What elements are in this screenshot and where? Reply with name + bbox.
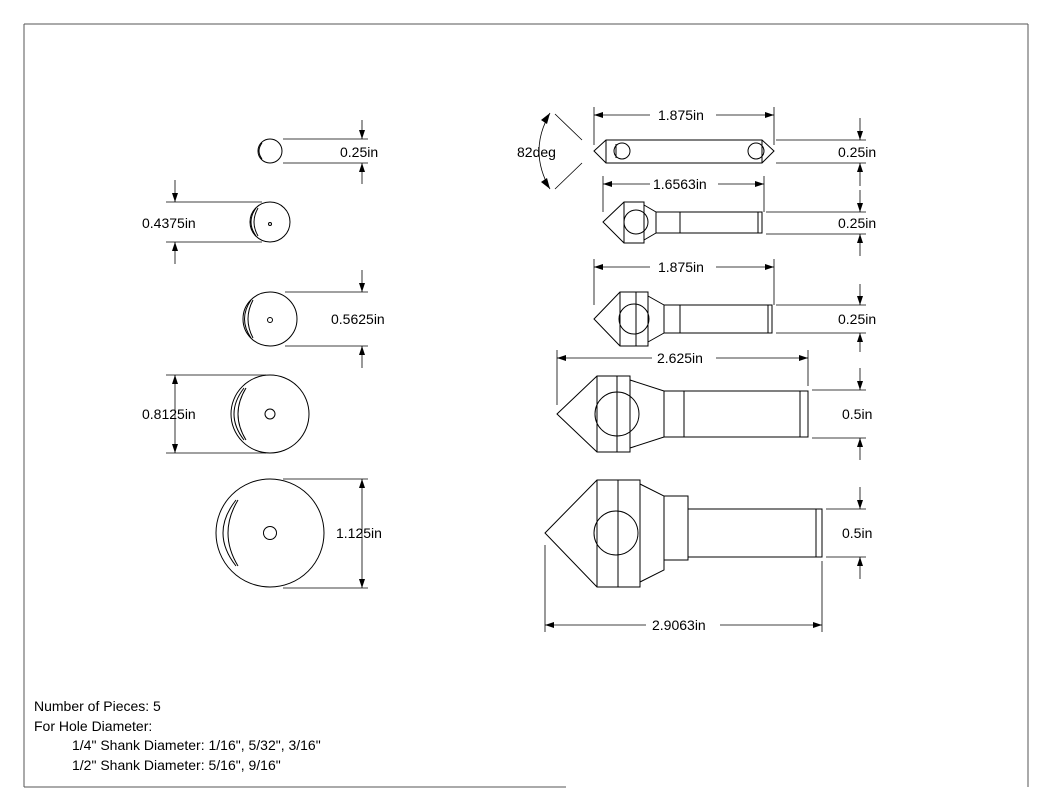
dim-side-3-length bbox=[593, 259, 775, 305]
dim-side-5-length bbox=[544, 545, 823, 632]
dim-side-5-shank bbox=[826, 487, 866, 579]
dim-side-2-length bbox=[602, 176, 765, 212]
dim-end-2 bbox=[166, 180, 262, 264]
note-shank-half: 1/2" Shank Diameter: 5/16", 9/16" bbox=[72, 756, 281, 773]
dim-angle bbox=[538, 112, 583, 190]
dim-end-5 bbox=[283, 478, 368, 589]
side-view-5 bbox=[544, 479, 823, 588]
dim-end-5-label: 1.125in bbox=[336, 525, 382, 541]
dim-side-2-length-label: 1.6563in bbox=[653, 176, 707, 192]
dim-end-2-label: 0.4375in bbox=[142, 215, 196, 231]
dim-side-5-shank-label: 0.5in bbox=[842, 525, 872, 541]
note-shank-quarter: 1/4" Shank Diameter: 1/16", 5/32", 3/16" bbox=[72, 737, 321, 753]
note-pieces: Number of Pieces: 5 bbox=[34, 698, 161, 714]
dim-side-3-length-label: 1.875in bbox=[658, 259, 704, 275]
end-view-4 bbox=[230, 374, 310, 454]
dim-side-1-shank bbox=[776, 118, 866, 186]
notes-block: Number of Pieces: 5 For Hole Diameter: 1… bbox=[34, 697, 321, 775]
dim-side-4-length-label: 2.625in bbox=[657, 350, 703, 366]
dim-side-4-length bbox=[556, 350, 809, 405]
dim-end-3-label: 0.5625in bbox=[331, 311, 385, 327]
side-view-3 bbox=[593, 291, 773, 347]
dim-end-3 bbox=[285, 270, 368, 368]
dim-end-4 bbox=[166, 374, 266, 454]
sheet-border bbox=[23, 23, 1029, 788]
dim-side-3-shank-label: 0.25in bbox=[838, 311, 876, 327]
dim-side-3-shank bbox=[776, 284, 866, 352]
dim-end-1-label: 0.25in bbox=[340, 144, 378, 160]
dim-end-4-label: 0.8125in bbox=[142, 406, 196, 422]
dim-side-1-length-label: 1.875in bbox=[658, 107, 704, 123]
dim-side-2-shank bbox=[766, 190, 866, 256]
end-view-5 bbox=[215, 478, 325, 588]
side-view-1 bbox=[593, 139, 775, 164]
end-view-1 bbox=[257, 138, 283, 164]
end-view-3 bbox=[242, 291, 298, 347]
dim-side-4-shank bbox=[812, 368, 866, 460]
dim-end-1 bbox=[283, 120, 368, 184]
note-hole-heading: For Hole Diameter: bbox=[34, 717, 153, 734]
dim-side-1-shank-label: 0.25in bbox=[838, 144, 876, 160]
side-view-4 bbox=[556, 375, 809, 453]
dim-angle-label: 82deg bbox=[517, 144, 556, 160]
dim-side-1-length bbox=[593, 107, 775, 145]
dim-side-5-length-label: 2.9063in bbox=[652, 617, 706, 633]
side-view-2 bbox=[602, 201, 763, 244]
dim-side-2-shank-label: 0.25in bbox=[838, 215, 876, 231]
end-view-2 bbox=[249, 201, 291, 243]
dim-side-4-shank-label: 0.5in bbox=[842, 406, 872, 422]
